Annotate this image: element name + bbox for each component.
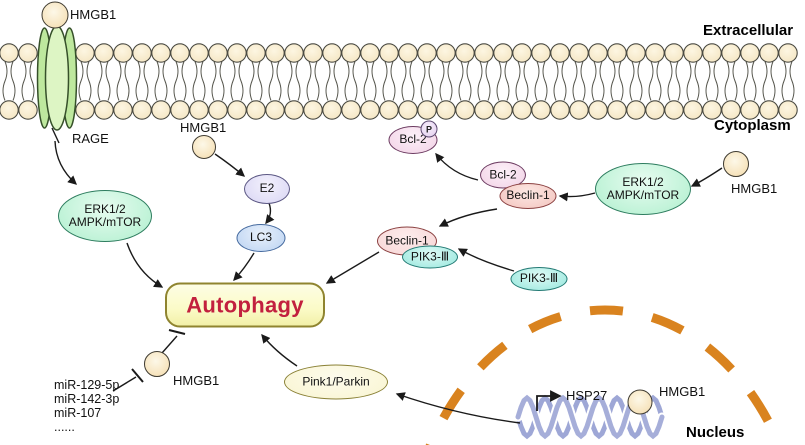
hmgb1-ball-cytoplasm <box>192 135 216 159</box>
arrow-pink1-to-autophagy <box>261 333 298 367</box>
arrow-e2-to-lc3 <box>265 202 275 225</box>
node-text: AMPK/mTOR <box>68 215 142 229</box>
node-text: Pink1/Parkin <box>302 374 370 389</box>
hmgb1-label-right: HMGB1 <box>731 181 778 196</box>
arrow-complex-to-beclin1-center <box>438 208 498 227</box>
hmgb1-ball-bottom <box>144 351 170 377</box>
rage-label: RAGE <box>72 131 109 146</box>
hmgb1-label-nucleus: HMGB1 <box>659 384 706 399</box>
node-bcl2: Bcl-2 <box>480 161 526 189</box>
extracellular-label: Extracellular <box>703 22 794 39</box>
node-text: Bcl-2 <box>399 132 427 147</box>
hmgb1-label-bottom: HMGB1 <box>173 373 220 388</box>
arrow-beclin1-to-autophagy <box>325 251 380 284</box>
node-erk-ampk-mtor-left: ERK1/2 AMPK/mTOR <box>58 190 152 242</box>
mirna-item: miR-129-5p <box>54 378 120 392</box>
node-e2: E2 <box>244 174 290 204</box>
node-text: Bcl-2 <box>489 167 517 182</box>
node-text: PIK3-Ⅲ <box>410 249 450 264</box>
node-text: PIK3-Ⅲ <box>519 271 559 286</box>
node-lc3: LC3 <box>236 224 286 252</box>
inhibit-hmgb1-to-autophagy-tbar <box>168 329 186 335</box>
transcription-start-arrow <box>536 390 562 411</box>
cytoplasm-label: Cytoplasm <box>714 117 791 134</box>
cell-membrane <box>0 43 798 120</box>
hmgb1-label-cytoplasm: HMGB1 <box>180 120 227 135</box>
node-pink1-parkin: Pink1/Parkin <box>284 364 388 400</box>
autophagy-box: Autophagy <box>165 282 325 328</box>
inhibit-hmgb1-to-autophagy-line <box>161 335 178 354</box>
pathway-arrows <box>51 127 723 424</box>
hmgb1-ball-right <box>723 151 749 177</box>
mirna-ellipsis: ...... <box>54 420 75 434</box>
inhibit-mir-to-hmgb1-line <box>112 376 137 392</box>
node-text: LC3 <box>249 230 272 245</box>
mirna-list: miR-129-5p miR-142-3p miR-107 ...... <box>54 378 119 434</box>
node-text: ERK1/2 <box>622 174 664 189</box>
arrow-complex-to-phospho-bcl2 <box>435 152 479 181</box>
nucleus-envelope <box>425 305 785 445</box>
node-pik3-free: PIK3-Ⅲ <box>510 267 568 291</box>
inhibit-mir-to-hmgb1-tbar <box>131 368 144 383</box>
node-text: ERK1/2 <box>84 201 126 216</box>
phosphate-badge: P <box>420 120 438 138</box>
arrow-erk-to-autophagy <box>126 242 164 288</box>
autophagy-label: Autophagy <box>186 292 304 317</box>
node-beclin1-complex: Beclin-1 <box>499 183 557 209</box>
hmgb1-ball-nucleus <box>627 389 653 415</box>
nucleus-label: Nucleus <box>686 424 745 441</box>
node-text: Beclin-1 <box>506 188 550 203</box>
hmgb1-label-extracellular: HMGB1 <box>70 7 117 22</box>
arrow-hmgb1-to-erk-right <box>690 167 723 187</box>
rage-label-line <box>51 127 60 144</box>
arrow-erk-to-beclin1 <box>558 192 596 202</box>
node-text: E2 <box>259 181 275 196</box>
arrow-rage-to-erk <box>54 140 78 185</box>
arrow-hmgb1-to-e2 <box>214 153 246 177</box>
node-erk-ampk-mtor-right: ERK1/2 AMPK/mTOR <box>595 163 691 215</box>
arrow-pik3-to-complex <box>457 248 515 272</box>
node-text: Beclin-1 <box>385 233 429 248</box>
hmgb1-ball-extracellular <box>41 1 69 29</box>
mirna-item: miR-142-3p <box>54 392 120 406</box>
node-pik3-complex: PIK3-Ⅲ <box>402 245 458 269</box>
rage-receptor-icon <box>36 25 78 131</box>
node-text: AMPK/mTOR <box>606 188 680 202</box>
arrow-dna-to-pink1 <box>395 392 521 424</box>
mirna-item: miR-107 <box>54 406 102 420</box>
arrow-lc3-to-autophagy <box>233 252 255 282</box>
hsp27-label: HSP27 <box>566 388 608 403</box>
